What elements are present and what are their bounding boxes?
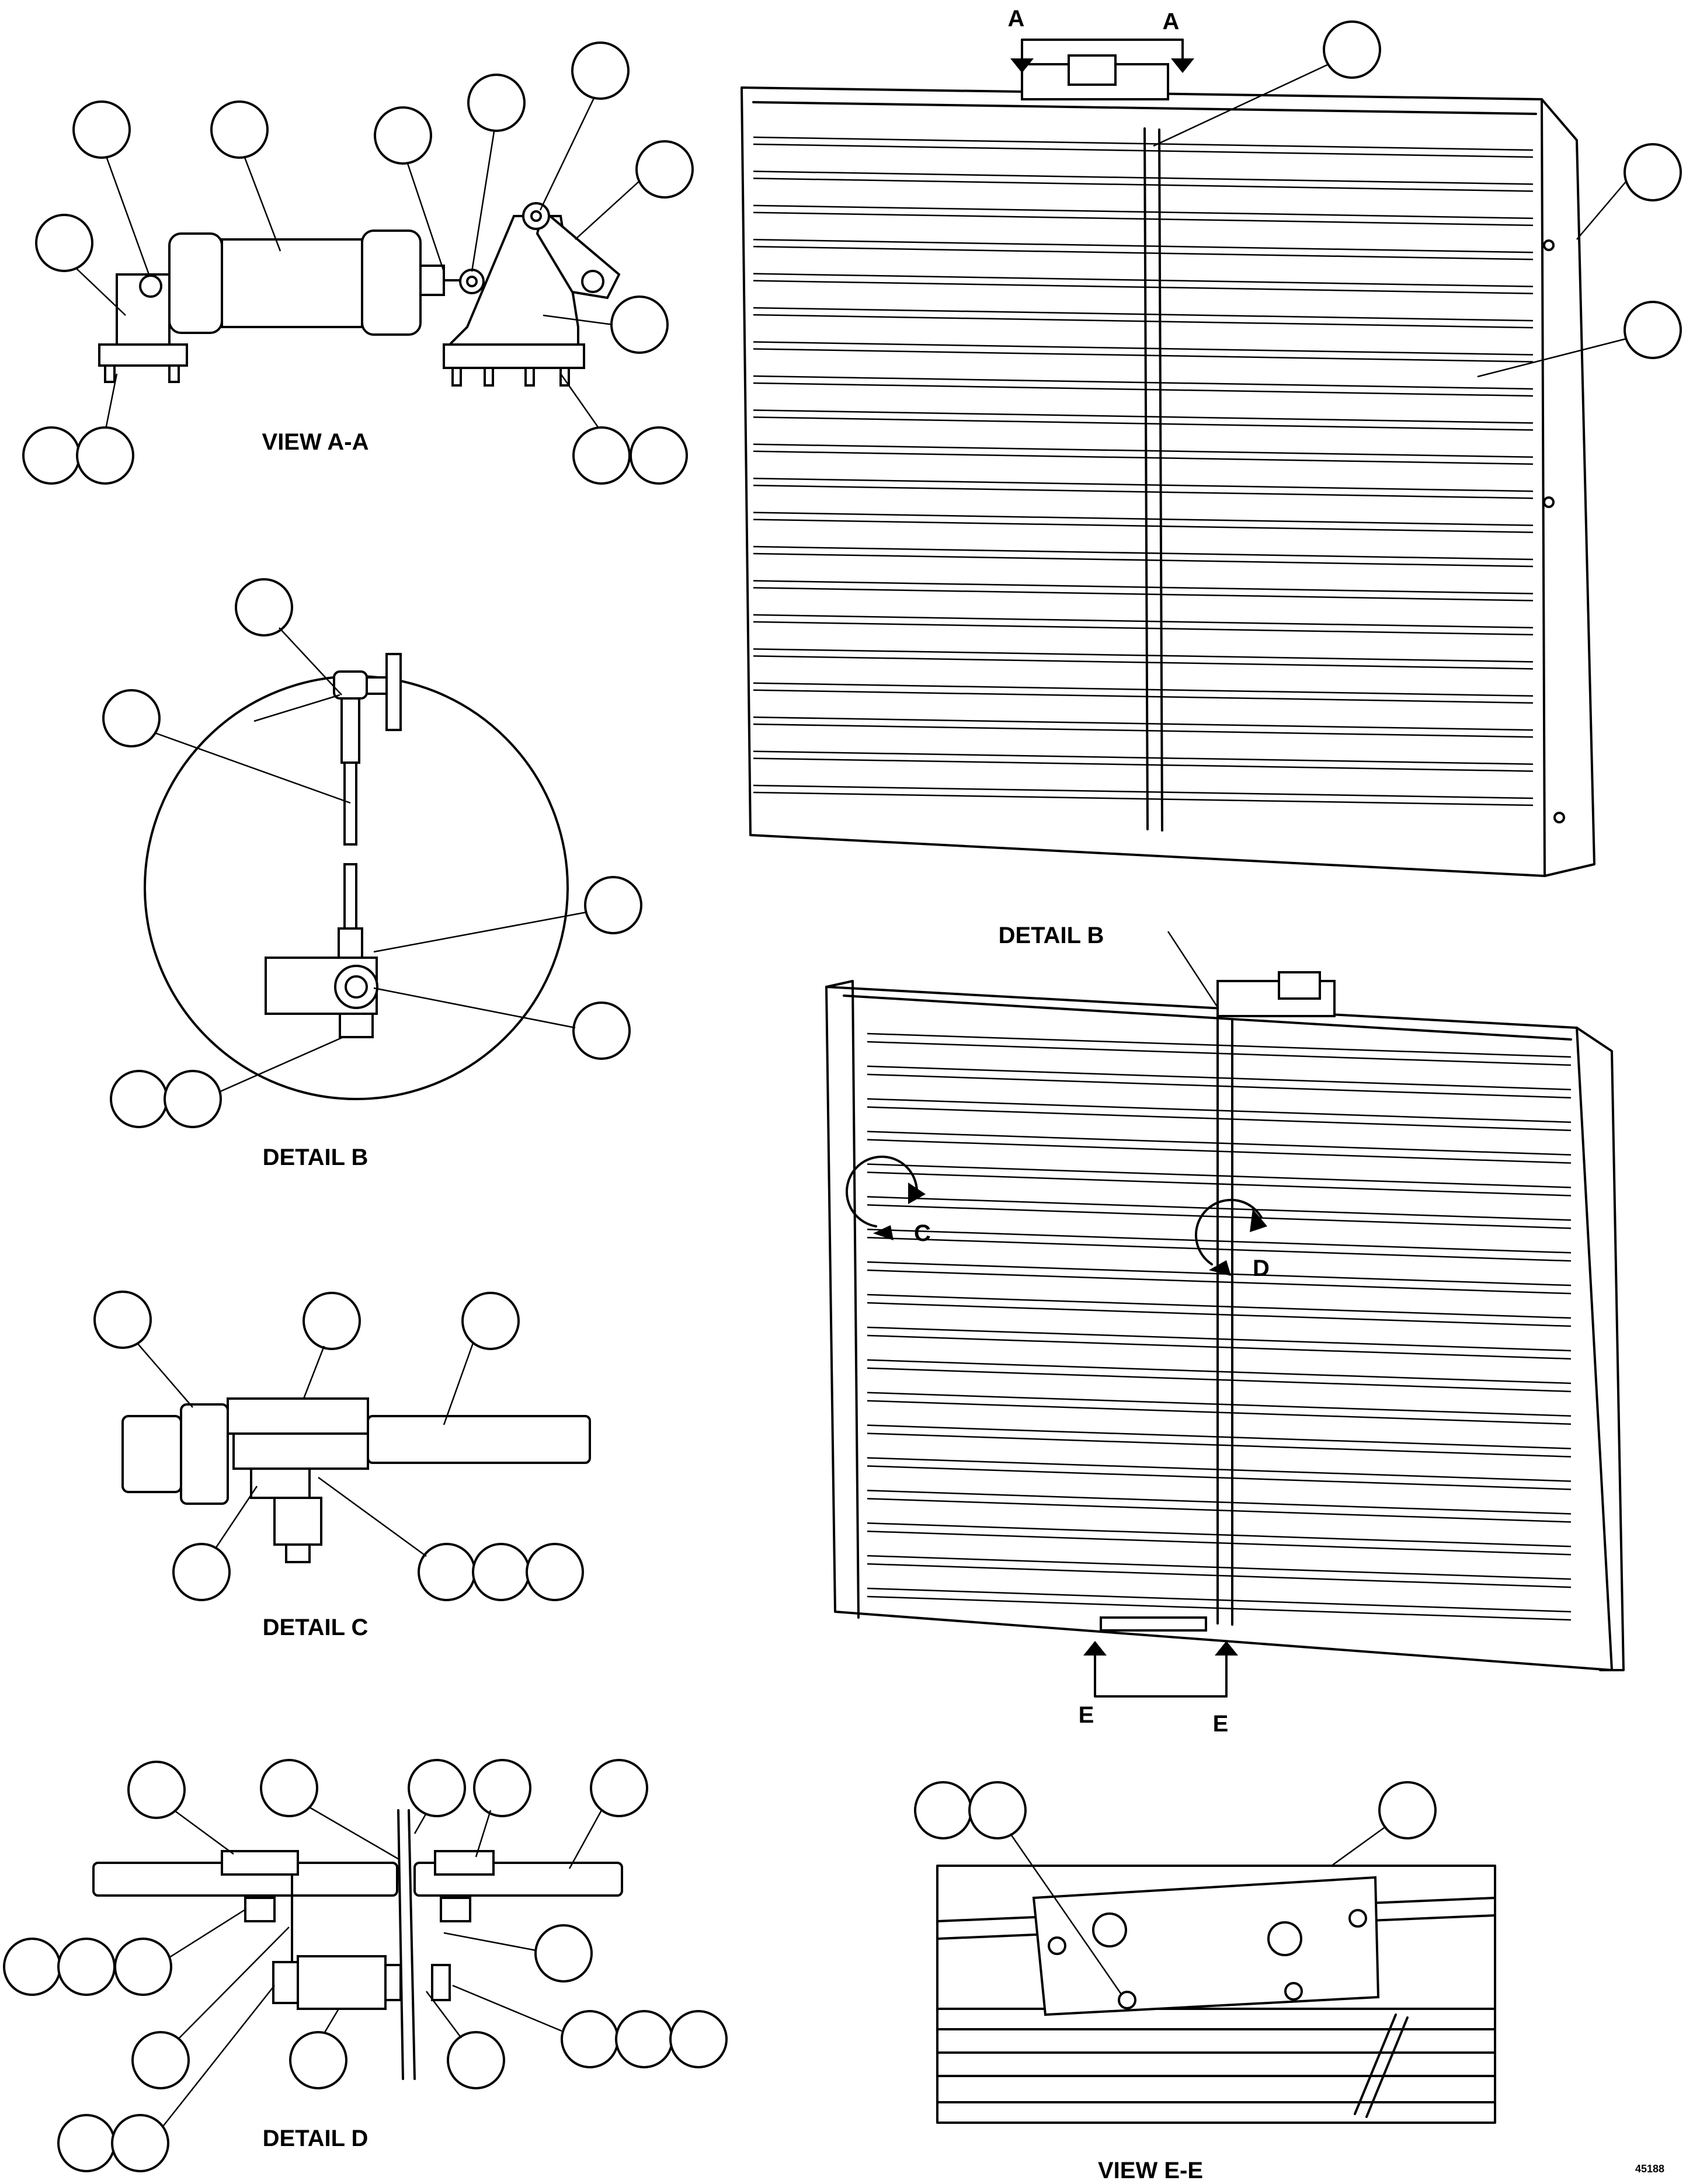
detail-d-caption: DETAIL D xyxy=(263,2126,369,2151)
louver-slat xyxy=(867,1490,1572,1523)
louver-slat xyxy=(867,1293,1572,1327)
section-aa-marker: A A xyxy=(1008,6,1194,73)
louver-panel-top xyxy=(741,54,1595,877)
louver-slat xyxy=(867,1229,1572,1262)
louver-slat xyxy=(753,784,1534,806)
louver-slat xyxy=(753,512,1534,533)
louver-slat xyxy=(753,341,1534,363)
louver-slat xyxy=(753,716,1534,738)
louver-slat xyxy=(753,136,1534,158)
louver-slat xyxy=(753,580,1534,601)
louver-slat xyxy=(753,409,1534,431)
detail-c-caption: DETAIL C xyxy=(263,1615,369,1640)
louver-slat xyxy=(867,1065,1572,1099)
louver-slat xyxy=(867,1587,1572,1621)
louver-slat xyxy=(753,614,1534,636)
louver-slat xyxy=(867,1098,1572,1132)
louver-slat xyxy=(867,1522,1572,1556)
detail-c: DETAIL C xyxy=(93,1291,591,1640)
louver-slat xyxy=(867,1424,1572,1458)
section-ee-marker: E E xyxy=(1079,1641,1238,1737)
louver-top-callouts xyxy=(1153,20,1682,378)
louver-slat xyxy=(753,443,1534,465)
louver-slat xyxy=(753,171,1534,192)
louver-slat xyxy=(867,1392,1572,1425)
view-aa-callouts: VIEW A-A xyxy=(22,41,694,485)
section-e-left: E xyxy=(1079,1702,1094,1728)
section-a-right: A xyxy=(1163,9,1180,34)
louver-slat xyxy=(753,307,1534,329)
louver-slat xyxy=(867,1554,1572,1588)
drawing-id: 45188 xyxy=(1635,2163,1664,2175)
louver-slat xyxy=(753,682,1534,704)
louver-slat xyxy=(867,1196,1572,1229)
louver-slat xyxy=(753,545,1534,568)
view-ee-caption: VIEW E-E xyxy=(1098,2158,1203,2183)
louver-slat xyxy=(867,1261,1572,1295)
louver-slat xyxy=(753,375,1534,397)
louver-slat xyxy=(753,204,1534,227)
section-e-right: E xyxy=(1213,1711,1229,1737)
detail-d-marker: D xyxy=(1253,1256,1270,1281)
louver-slat xyxy=(867,1359,1572,1393)
louver-slat xyxy=(753,239,1534,260)
louver-panel-detail-b: DETAIL B xyxy=(825,923,1625,1671)
detail-cd-markers: C D xyxy=(846,1155,1270,1281)
detail-b-right-caption: DETAIL B xyxy=(999,923,1104,948)
section-a-left: A xyxy=(1008,6,1025,32)
detail-c-marker: C xyxy=(914,1220,931,1246)
louver-slat xyxy=(867,1032,1572,1066)
view-aa-caption: VIEW A-A xyxy=(262,429,369,455)
detail-b-left: DETAIL B xyxy=(102,578,642,1170)
louver-slat xyxy=(867,1457,1572,1490)
view-aa-actuator xyxy=(98,202,621,387)
louver-slat xyxy=(753,648,1534,670)
detail-b-left-caption: DETAIL B xyxy=(263,1145,369,1170)
louver-slat xyxy=(867,1131,1572,1164)
louver-slat xyxy=(867,1326,1572,1360)
view-ee: VIEW E-E 45188 xyxy=(914,1781,1664,2183)
louver-slat xyxy=(867,1163,1572,1197)
detail-d: DETAIL D xyxy=(3,1759,728,2172)
louver-slat xyxy=(753,477,1534,499)
louver-slat xyxy=(753,273,1534,294)
louver-slat xyxy=(753,750,1534,772)
